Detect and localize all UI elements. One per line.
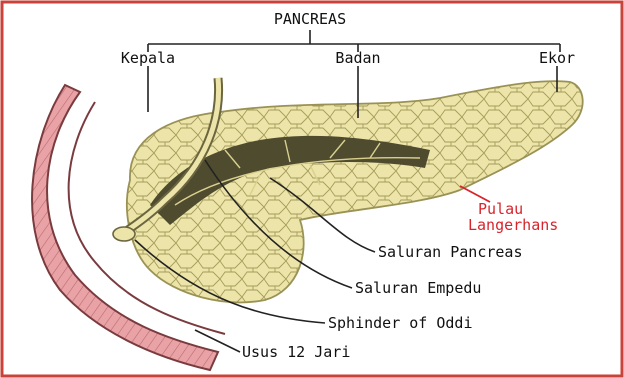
label-body: Badan <box>335 49 380 67</box>
label-islets-line2: Langerhans <box>468 216 558 234</box>
label-duodenum: Usus 12 Jari <box>242 343 350 361</box>
label-sphincter: Sphinder of Oddi <box>328 314 473 332</box>
diagram-title: PANCREAS <box>274 10 346 28</box>
papilla <box>113 227 135 241</box>
label-tail: Ekor <box>539 49 575 67</box>
label-head: Kepala <box>121 49 175 67</box>
label-pancreatic-duct: Saluran Pancreas <box>378 243 523 261</box>
label-bile-duct: Saluran Empedu <box>355 279 481 297</box>
